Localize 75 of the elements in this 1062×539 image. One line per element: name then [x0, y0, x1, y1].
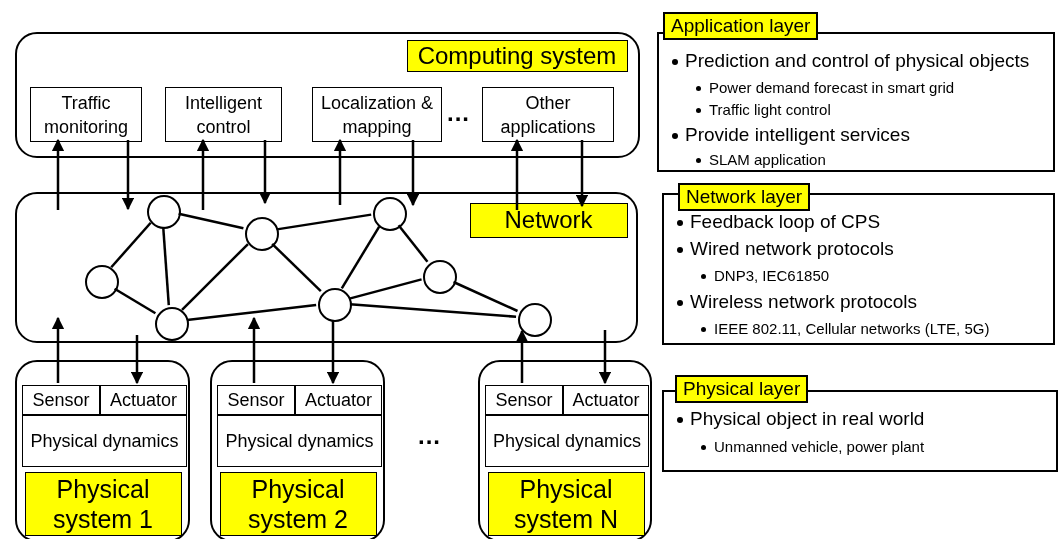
component-box: Intelligent control — [165, 87, 282, 142]
network-node-circle — [147, 195, 181, 229]
ellipsis-text: ... — [447, 99, 470, 127]
network-node-circle — [373, 197, 407, 231]
ellipsis-text: ... — [418, 422, 441, 450]
bullet-item: Prediction and control of physical objects — [685, 50, 1030, 72]
layer-title-tab: Network layer — [678, 183, 811, 211]
arrow — [51, 138, 65, 210]
component-box: Sensor — [22, 385, 100, 415]
sub-bullet-item: DNP3, IEC61850 — [714, 266, 830, 286]
link-line — [349, 303, 517, 318]
bullet-item: Physical object in real world — [690, 408, 925, 430]
link-line — [452, 280, 519, 313]
sub-bullet-item: SLAM application — [709, 150, 826, 170]
component-box: Traffic monitoring — [30, 87, 142, 142]
network-node-circle — [518, 303, 552, 337]
arrow — [333, 138, 347, 205]
bullet-item: Provide intelligent services — [685, 124, 910, 146]
link-line — [181, 243, 249, 311]
arrow — [51, 316, 65, 383]
link-line — [276, 213, 372, 231]
component-box: Localization & mapping — [312, 87, 442, 142]
arrow — [247, 316, 261, 383]
link-line — [161, 226, 171, 306]
link-line — [397, 224, 429, 263]
link-line — [271, 242, 322, 293]
link-line — [110, 221, 152, 269]
title-label: Physical system N — [487, 471, 645, 536]
title-label: Network — [469, 202, 628, 238]
link-line — [349, 278, 422, 300]
sub-bullet-item: IEEE 802.11, Cellular networks (LTE, 5G) — [714, 319, 990, 339]
bullet-item: Wireless network protocols — [690, 291, 918, 313]
sub-bullet-item: Traffic light control — [709, 100, 831, 120]
component-box: Actuator — [100, 385, 187, 415]
component-box: Physical dynamics — [485, 415, 649, 467]
network-node-circle — [318, 288, 352, 322]
sub-bullet-item: Unmanned vehicle, power plant — [714, 437, 925, 457]
system-panel — [478, 360, 652, 539]
arrow — [130, 335, 144, 385]
component-box: Physical dynamics — [22, 415, 187, 467]
system-panel — [15, 32, 640, 158]
title-label: Physical system 1 — [24, 471, 182, 536]
network-node-circle — [85, 265, 119, 299]
arrow — [575, 140, 589, 208]
arrow — [196, 138, 210, 210]
arrow — [121, 140, 135, 211]
component-box: Actuator — [563, 385, 649, 415]
title-label: Computing system — [406, 39, 628, 72]
arrow — [406, 140, 420, 207]
component-box: Sensor — [217, 385, 295, 415]
bullet-item: Feedback loop of CPS — [690, 211, 881, 233]
component-box: Physical dynamics — [217, 415, 382, 467]
component-box: Sensor — [485, 385, 563, 415]
arrow — [326, 320, 340, 385]
bullet-item: Wired network protocols — [690, 238, 894, 260]
network-node-circle — [155, 307, 189, 341]
layer-title-tab: Physical layer — [675, 375, 809, 403]
link-line — [186, 303, 317, 322]
network-node-circle — [423, 260, 457, 294]
link-line — [340, 225, 381, 290]
arrow — [515, 329, 529, 383]
layer-title-tab: Application layer — [663, 12, 819, 40]
component-box: Other applications — [482, 87, 614, 142]
system-panel — [15, 192, 638, 343]
arrow — [258, 140, 272, 205]
system-panel — [210, 360, 385, 539]
arrow — [598, 330, 612, 385]
sub-bullet-item: Power demand forecast in smart grid — [709, 78, 955, 98]
title-label: Physical system 2 — [219, 471, 377, 536]
network-node-circle — [245, 217, 279, 251]
component-box: Actuator — [295, 385, 382, 415]
link-line — [113, 287, 157, 315]
system-panel — [15, 360, 190, 539]
link-line — [178, 212, 244, 230]
arrow — [510, 138, 524, 210]
